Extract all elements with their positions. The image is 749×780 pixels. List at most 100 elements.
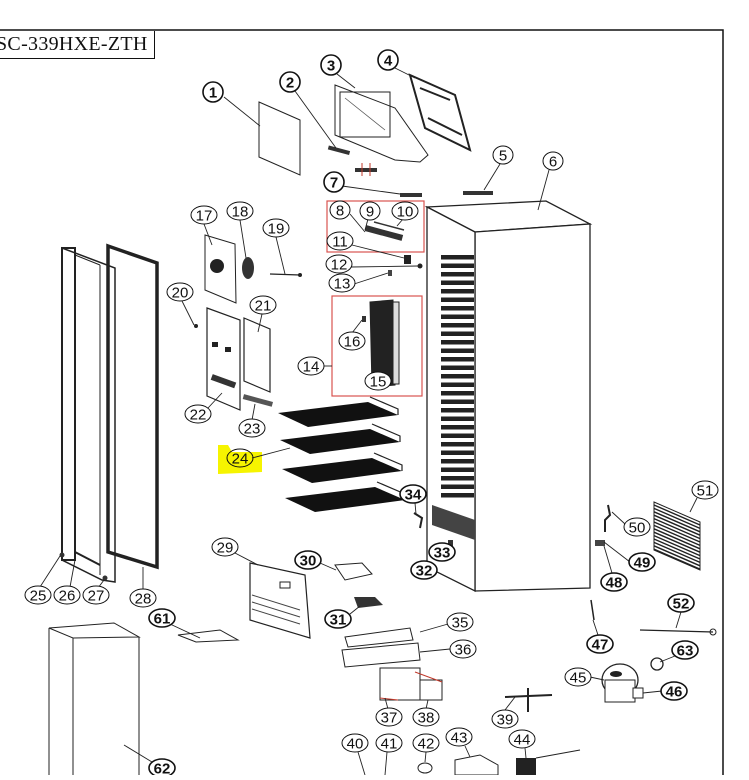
callout-label: 39: [497, 712, 514, 729]
coil-fin: [441, 263, 474, 268]
callout-20: 20: [166, 282, 194, 302]
callout-bubble: [412, 707, 440, 727]
callout-62: 62: [148, 758, 176, 778]
callout-bubble: [279, 71, 301, 93]
callout-bubble: [449, 639, 477, 659]
highlight-marker: [218, 445, 262, 474]
callout-48: 48: [600, 572, 628, 592]
callout-19: 19: [262, 218, 290, 238]
coil-fin: [441, 442, 474, 447]
callout-label: 63: [677, 643, 694, 660]
callout-39: 39: [491, 709, 519, 729]
leader-line-25: [39, 555, 61, 588]
grid-wire: [653, 531, 701, 553]
callout-bubble: [320, 54, 342, 76]
callout-bubble: [166, 282, 194, 302]
callout-12: 12: [325, 254, 353, 274]
grid-wire: [653, 507, 701, 530]
callout-51: 51: [691, 480, 719, 500]
part-62-box: [48, 622, 141, 775]
leader-line-30: [319, 562, 337, 571]
part-19-wire: [269, 273, 301, 276]
callout-bubble: [325, 254, 353, 274]
callout-label: 12: [331, 257, 348, 274]
callout-18: 18: [226, 201, 254, 221]
part-2-bar: [327, 145, 351, 156]
callout-label: 46: [666, 684, 683, 701]
callout-bubble: [82, 585, 110, 605]
leader-line-52: [675, 611, 682, 629]
leader-line-7: [341, 185, 401, 195]
coil-fin: [441, 297, 474, 302]
leader-line-48: [603, 545, 613, 574]
coil-fin: [441, 348, 474, 353]
callout-bubble: [445, 727, 473, 747]
grid-wire: [653, 517, 701, 540]
part-4-frame: [408, 73, 472, 152]
part-6-cabinet: [424, 200, 593, 593]
callout-36: 36: [449, 639, 477, 659]
leader-line-26: [69, 559, 76, 588]
callout-bubble: [671, 640, 699, 660]
part-30-housing: [334, 562, 373, 581]
callout-bubble: [226, 201, 254, 221]
coil-fin: [441, 425, 474, 430]
callout-label: 17: [196, 208, 213, 225]
callout-bubble: [508, 729, 536, 749]
grid-wire: [653, 521, 701, 543]
callout-label: 52: [673, 596, 690, 613]
callout-bubble: [492, 145, 514, 165]
grid-wire: [653, 524, 701, 547]
callout-9: 9: [359, 201, 381, 221]
leader-line-51: [689, 497, 698, 513]
grid-wire: [653, 534, 701, 557]
part-48-clip: [595, 540, 605, 546]
callout-label: 61: [154, 611, 171, 628]
leader-line-29: [234, 552, 259, 566]
callout-28: 28: [129, 588, 157, 608]
callout-label: 48: [606, 575, 623, 592]
callout-bubble: [446, 612, 474, 632]
callout-label: 18: [232, 204, 249, 221]
model-number-label: SC-339HXE-ZTH: [0, 31, 155, 59]
callout-bubble: [377, 49, 399, 71]
callout-label: 43: [451, 730, 468, 747]
callout-41: 41: [375, 733, 403, 753]
part-34-hook: [413, 512, 424, 529]
callout-bubble: [211, 537, 239, 557]
callout-bubble: [328, 273, 356, 293]
callout-label: 14: [303, 359, 320, 376]
coil-fin: [441, 476, 474, 481]
callout-bubble: [391, 201, 419, 221]
callout-8: 8: [329, 200, 351, 220]
coil-fin: [441, 484, 474, 489]
leader-line-40: [357, 751, 366, 776]
coil-fin: [441, 459, 474, 464]
part-63-overload: [650, 657, 664, 671]
leader-line-35: [419, 623, 449, 633]
callout-label: 24: [232, 451, 249, 468]
callout-1: 1: [202, 81, 224, 103]
callout-43: 43: [445, 727, 473, 747]
callout-bubble: [623, 517, 651, 537]
part-50-pipe: [604, 504, 612, 532]
leader-lines: [39, 67, 698, 776]
callout-label: 7: [330, 175, 338, 192]
callout-label: 51: [697, 483, 714, 500]
callout-label: 45: [570, 670, 587, 687]
leader-line-50: [611, 511, 626, 525]
callout-49: 49: [628, 552, 656, 572]
callout-label: 41: [381, 736, 398, 753]
diagram-border: [0, 29, 724, 775]
part-46-relay: [632, 687, 644, 699]
callout-3: 3: [320, 54, 342, 76]
callout-52: 52: [667, 593, 695, 613]
callout-label: 30: [300, 553, 317, 570]
callout-bubble: [410, 560, 438, 580]
callout-label: 36: [455, 642, 472, 659]
part-18-fan: [242, 257, 254, 279]
callout-bubble: [491, 709, 519, 729]
coil-fin: [441, 331, 474, 336]
callout-bubble: [184, 404, 212, 424]
grid-wire: [653, 504, 701, 526]
